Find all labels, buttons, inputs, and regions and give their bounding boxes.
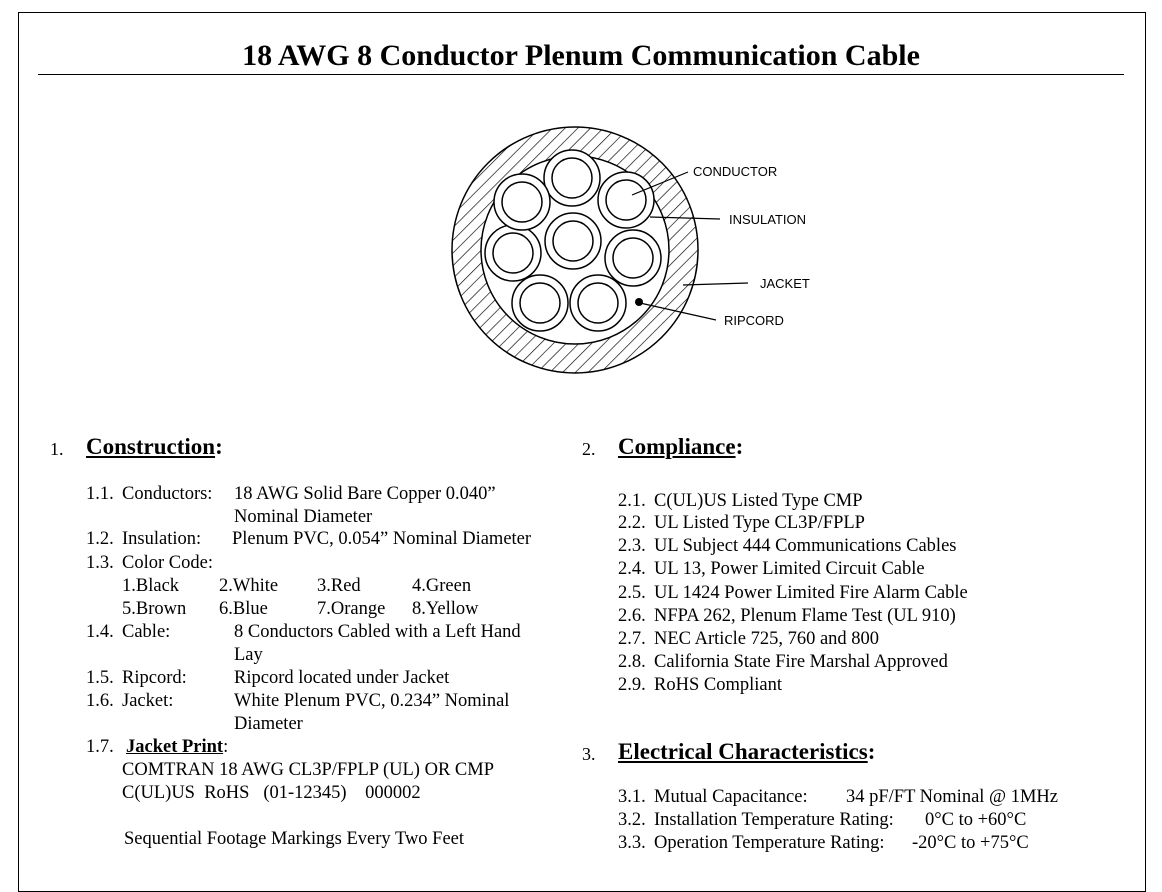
conductor-group: [484, 149, 662, 332]
color-8: 8.Yellow: [412, 599, 479, 619]
compliance-item: UL 13, Power Limited Circuit Cable: [654, 559, 925, 579]
compliance-item: RoHS Compliant: [654, 675, 782, 695]
compliance-item: California State Fire Marshal Approved: [654, 652, 948, 672]
jacket-print-line-3: Sequential Footage Markings Every Two Fe…: [124, 829, 465, 849]
color-code-label: Color Code:: [122, 553, 213, 573]
jacket-print-heading: Jacket Print:: [126, 737, 229, 757]
conductor-center: [544, 212, 602, 270]
electrical-num: 3.2.: [618, 810, 646, 830]
conductor-3: [604, 229, 662, 287]
label-insulation: INSULATION: [729, 212, 806, 227]
section-2-heading: Compliance:: [618, 434, 744, 459]
conductors-num: 1.1.: [86, 484, 114, 504]
color-5: 5.Brown: [122, 599, 187, 619]
cable-num: 1.4.: [86, 622, 114, 642]
ripcord-label: Ripcord:: [122, 668, 187, 688]
insulation-label: Insulation:: [122, 529, 202, 549]
section-3-title: Electrical Characteristics: [618, 739, 868, 764]
compliance-item: NEC Article 725, 760 and 800: [654, 629, 880, 649]
jacket-print-num: 1.7.: [86, 737, 114, 757]
insulation-num: 1.2.: [86, 529, 114, 549]
electrical-num: 3.3.: [618, 833, 646, 853]
jacket-leader: [682, 282, 749, 286]
color-7: 7.Orange: [317, 599, 386, 619]
compliance-item: UL Listed Type CL3P/FPLP: [654, 513, 865, 533]
compliance-num: 2.4.: [618, 559, 646, 579]
cable-label: Cable:: [122, 622, 171, 642]
insulation-value: Plenum PVC, 0.054” Nominal Diameter: [232, 529, 532, 549]
jacket-print-line-2: C(UL)US RoHS (01-12345) 000002: [122, 783, 421, 803]
conductors-label: Conductors:: [122, 484, 213, 504]
color-3: 3.Red: [317, 576, 361, 596]
color-2: 2.White: [219, 576, 279, 596]
electrical-label: Mutual Capacitance:: [654, 787, 808, 807]
ripcord-num: 1.5.: [86, 668, 114, 688]
ripcord-leader: [639, 302, 717, 321]
cable-value-1: 8 Conductors Cabled with a Left Hand: [234, 622, 521, 642]
conductors-value-1: 18 AWG Solid Bare Copper 0.040”: [234, 484, 496, 504]
jacket-num: 1.6.: [86, 691, 114, 711]
color-4: 4.Green: [412, 576, 472, 596]
compliance-num: 2.7.: [618, 629, 646, 649]
compliance-num: 2.6.: [618, 606, 646, 626]
jacket-value-2: Diameter: [234, 714, 303, 734]
section-1-title: Construction: [86, 434, 216, 459]
document-title: 18 AWG 8 Conductor Plenum Communication …: [242, 39, 920, 72]
compliance-item: C(UL)US Listed Type CMP: [654, 491, 863, 511]
compliance-num: 2.2.: [618, 513, 646, 533]
electrical-label: Installation Temperature Rating:: [654, 810, 894, 830]
insulation-leader: [649, 216, 721, 220]
color-code-num: 1.3.: [86, 553, 114, 573]
jacket-value-1: White Plenum PVC, 0.234” Nominal: [234, 691, 510, 711]
jacket-label: Jacket:: [122, 691, 174, 711]
color-1: 1.Black: [122, 576, 180, 596]
ripcord-value: Ripcord located under Jacket: [234, 668, 450, 688]
electrical-value: 34 pF/FT Nominal @ 1MHz: [846, 787, 1058, 807]
cable-cross-section-diagram: CONDUCTOR INSULATION JACKET RIPCORD: [451, 126, 810, 374]
label-ripcord: RIPCORD: [724, 313, 784, 328]
compliance-num: 2.1.: [618, 491, 646, 511]
conductors-value-2: Nominal Diameter: [234, 507, 373, 527]
electrical-value: -20°C to +75°C: [912, 833, 1029, 853]
conductor-6: [484, 224, 542, 282]
label-conductor: CONDUCTOR: [693, 164, 777, 179]
electrical-num: 3.1.: [618, 787, 646, 807]
conductor-4: [569, 274, 627, 332]
compliance-item: UL Subject 444 Communications Cables: [654, 536, 957, 556]
cable-value-2: Lay: [234, 645, 263, 665]
section-3-number: 3.: [582, 744, 596, 764]
compliance-num: 2.3.: [618, 536, 646, 556]
section-1-number: 1.: [50, 439, 64, 459]
compliance-num: 2.9.: [618, 675, 646, 695]
title-underline: [38, 74, 1124, 75]
compliance-num: 2.8.: [618, 652, 646, 672]
electrical-label: Operation Temperature Rating:: [654, 833, 885, 853]
ripcord-dot: [635, 298, 643, 306]
jacket-print-label: Jacket Print: [126, 737, 224, 757]
conductor-5: [511, 274, 569, 332]
compliance-item: NFPA 262, Plenum Flame Test (UL 910): [654, 606, 956, 626]
electrical-value: 0°C to +60°C: [925, 810, 1027, 830]
section-3-heading: Electrical Characteristics:: [618, 739, 876, 764]
section-1-heading: Construction:: [86, 434, 223, 459]
section-2-number: 2.: [582, 439, 596, 459]
label-jacket: JACKET: [760, 276, 810, 291]
conductor-7: [493, 173, 551, 231]
conductor-1: [543, 149, 601, 207]
conductor-2: [597, 171, 655, 229]
section-2-title: Compliance: [618, 434, 736, 459]
jacket-print-line-1: COMTRAN 18 AWG CL3P/FPLP (UL) OR CMP: [122, 760, 494, 780]
conductor-leader: [631, 171, 689, 196]
color-6: 6.Blue: [219, 599, 268, 619]
compliance-num: 2.5.: [618, 583, 646, 603]
compliance-item: UL 1424 Power Limited Fire Alarm Cable: [654, 583, 968, 603]
